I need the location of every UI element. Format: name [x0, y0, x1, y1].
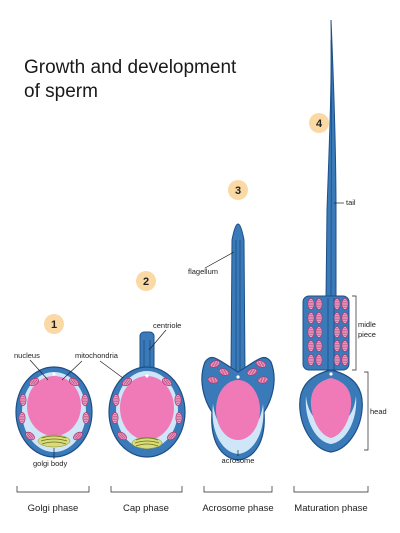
tail-label: tail [346, 198, 356, 207]
mitochondria-label: mitochondria [75, 351, 119, 360]
diagram-title-line-1: Growth and development [24, 57, 237, 78]
golgi-phase-cell [15, 366, 93, 458]
midle-piece-label-line-2: piece [358, 330, 376, 339]
stage-2-cap-phase: 2 centriole mito [61, 271, 186, 514]
nucleus-4 [310, 378, 352, 438]
centriole-label: centriole [153, 321, 181, 330]
stage-4-maturation-phase: 4 tail midl [293, 19, 387, 514]
acrosome-phase-cell [201, 223, 275, 461]
golgi-body-2 [131, 437, 163, 449]
diagram-title-line-2: of sperm [24, 81, 98, 102]
midle-piece-label-line-1: midle [358, 320, 376, 329]
cap-phase-bracket [110, 486, 183, 493]
stage-3-number-badge [228, 180, 248, 200]
nucleus-1 [27, 376, 81, 436]
acrosome-phase-label: Acrosome phase [202, 503, 273, 514]
flagellum-3 [230, 223, 246, 373]
nucleus-3 [216, 380, 260, 440]
stage-4-number-badge [309, 113, 329, 133]
golgi-phase-bracket [16, 486, 90, 493]
stage-2-number-badge [136, 271, 156, 291]
flagellum-label: flagellum [188, 267, 218, 276]
mature-sperm [299, 19, 363, 453]
stage-1-golgi-phase: 1 nucleus golgi body [14, 314, 93, 514]
cap-phase-label: Cap phase [123, 503, 169, 514]
nucleus-2 [120, 376, 174, 440]
golgi-body-1 [37, 434, 71, 448]
stage-3-number: 3 [235, 185, 241, 197]
maturation-phase-bracket [293, 486, 369, 493]
midle-piece-bracket [352, 295, 357, 371]
stage-1-number: 1 [51, 319, 57, 331]
acrosome-phase-bracket [203, 486, 273, 493]
cap-phase-cell [108, 331, 186, 458]
stage-3-acrosome-phase: 3 flagellum acrosome Acrosome phase [188, 180, 275, 514]
golgi-body-label: golgi body [33, 459, 67, 468]
acrosome-label: acrosome [222, 456, 255, 465]
nucleus-label: nucleus [14, 351, 40, 360]
head-bracket [364, 371, 369, 451]
stage-4-number: 4 [316, 118, 323, 130]
stage-1-number-badge [44, 314, 64, 334]
acrosome-cap [212, 404, 264, 454]
golgi-phase-label: Golgi phase [28, 503, 79, 514]
head-label: head [370, 407, 387, 416]
stage-2-number: 2 [143, 276, 149, 288]
maturation-phase-label: Maturation phase [294, 503, 367, 514]
